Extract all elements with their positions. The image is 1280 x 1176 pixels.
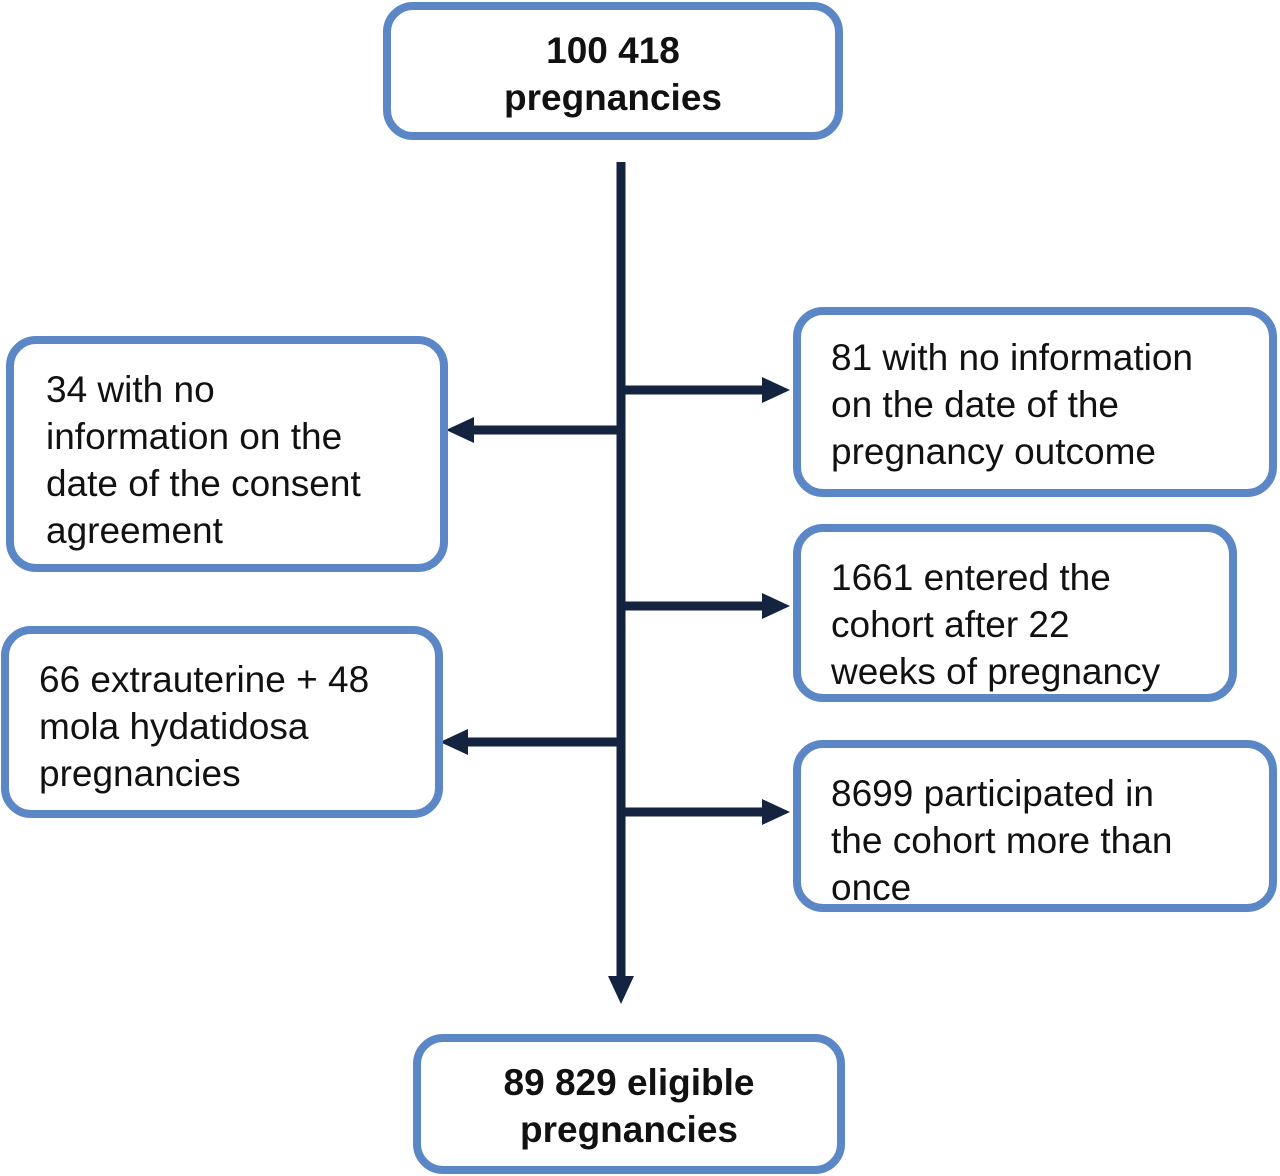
arrowhead-left-2 xyxy=(440,729,468,755)
arrowhead-left-1 xyxy=(446,417,474,443)
exclusion-text-outcome-date: 81 with no information on the date of th… xyxy=(831,337,1193,472)
arrowhead-right-1 xyxy=(762,377,790,403)
end-box: 89 829 eligible pregnancies xyxy=(413,1034,845,1174)
exclusion-box-participated-more-than-once: 8699 participated in the cohort more tha… xyxy=(793,740,1277,912)
arrowhead-right-3 xyxy=(762,799,790,825)
exclusion-text-extrauterine-mola: 66 extrauterine + 48 mola hydatidosa pre… xyxy=(39,659,370,794)
exclusion-text-participated-more-than-once: 8699 participated in the cohort more tha… xyxy=(831,773,1173,908)
arrowhead-down-to-eligible xyxy=(608,976,634,1004)
start-box: 100 418 pregnancies xyxy=(383,2,843,140)
end-box-text: 89 829 eligible pregnancies xyxy=(503,1062,755,1150)
arrowhead-right-2 xyxy=(762,593,790,619)
exclusion-box-consent-date: 34 with no information on the date of th… xyxy=(6,336,448,572)
start-box-text: 100 418 pregnancies xyxy=(504,30,722,118)
exclusion-box-outcome-date: 81 with no information on the date of th… xyxy=(793,307,1277,497)
exclusion-text-after-22-weeks: 1661 entered the cohort after 22 weeks o… xyxy=(831,557,1161,692)
exclusion-box-after-22-weeks: 1661 entered the cohort after 22 weeks o… xyxy=(793,524,1237,702)
exclusion-box-extrauterine-mola: 66 extrauterine + 48 mola hydatidosa pre… xyxy=(1,626,443,818)
exclusion-text-consent-date: 34 with no information on the date of th… xyxy=(46,369,361,551)
